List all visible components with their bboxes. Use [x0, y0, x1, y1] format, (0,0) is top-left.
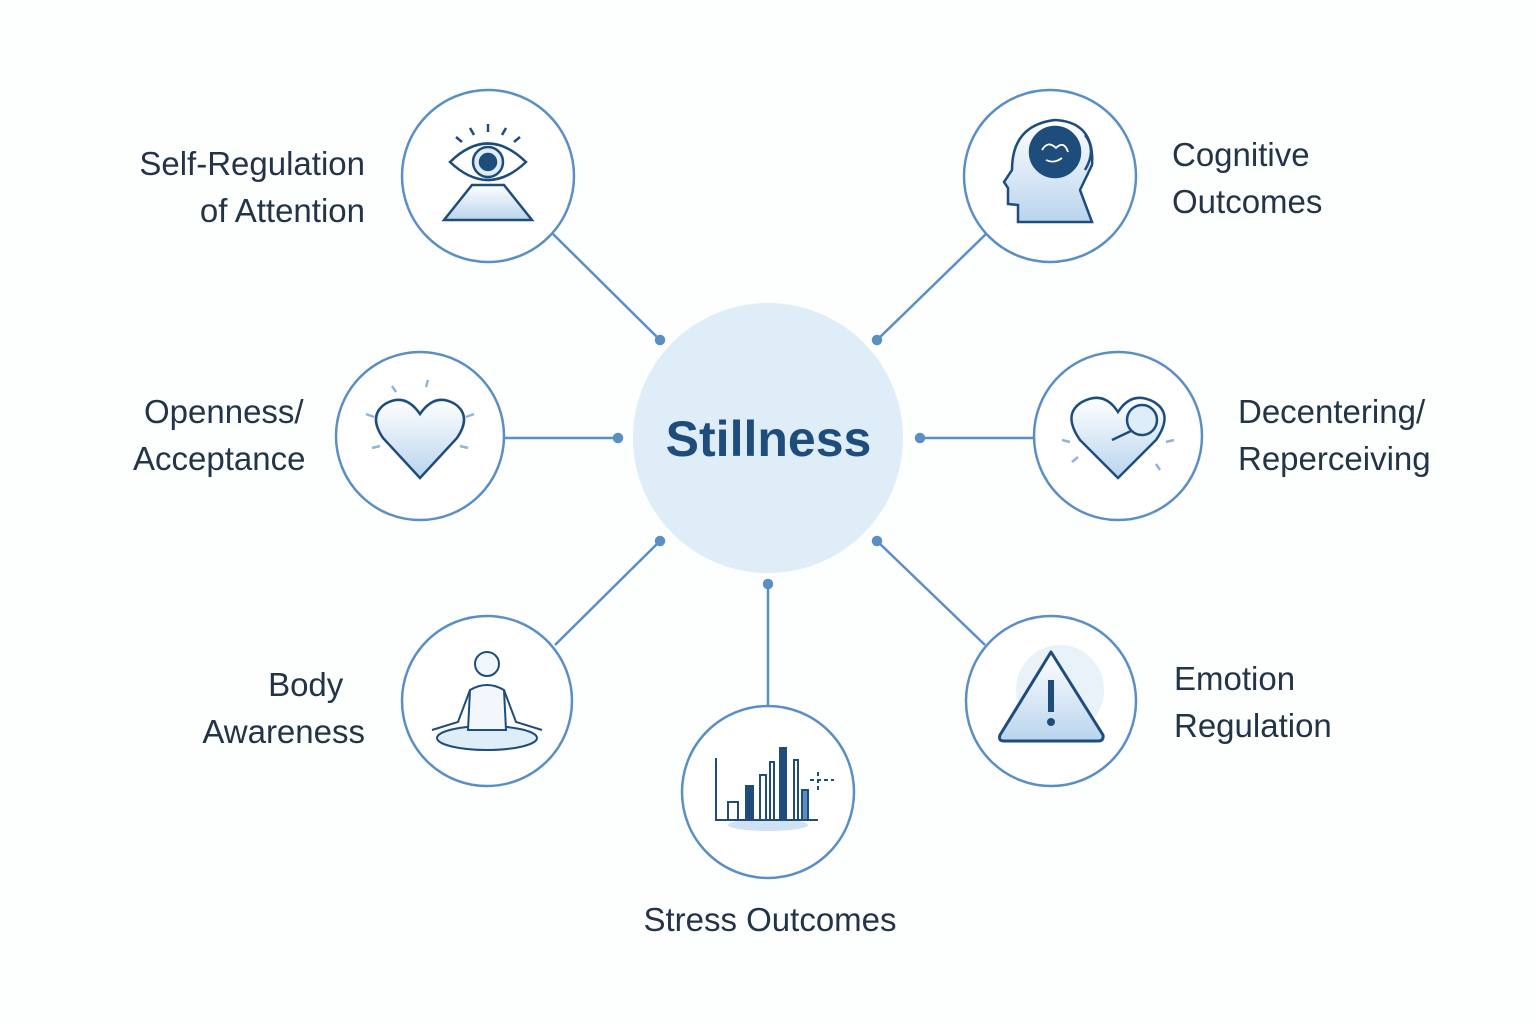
node-label-openness: Openness/ Acceptance: [133, 388, 305, 482]
label-line: Emotion: [1174, 660, 1296, 697]
node-circle-stress: [680, 704, 856, 880]
label-line: Outcomes: [1172, 183, 1323, 220]
label-line: Acceptance: [133, 440, 306, 477]
connector-dot: [871, 334, 883, 346]
node-label-decentering: Decentering/ Reperceiving: [1238, 388, 1431, 482]
meditation-icon: [431, 651, 543, 751]
connector-dot: [654, 334, 666, 346]
label-line: Stress Outcomes: [643, 901, 897, 938]
node-label-emotion: Emotion Regulation: [1174, 655, 1332, 749]
node-label-attention: Self-Regulation of Attention: [139, 140, 365, 234]
bar-chart-icon: [715, 747, 834, 831]
label-line: of Attention: [199, 192, 365, 229]
label-line: Decentering/: [1238, 393, 1426, 430]
connector-dot: [762, 578, 774, 590]
label-line: Awareness: [202, 713, 365, 750]
heart-icon: [365, 379, 475, 480]
connector-dot: [871, 535, 883, 547]
node-label-cognitive: Cognitive Outcomes: [1172, 131, 1322, 225]
connector-dot: [612, 432, 624, 444]
head-brain-icon: [1002, 118, 1094, 224]
node-label-body: Body Awareness: [202, 661, 365, 755]
connector-dot: [654, 535, 666, 547]
heart-magnifier-icon: [1061, 396, 1175, 480]
center-circle: [633, 303, 903, 573]
eye-icon: [441, 124, 535, 222]
label-line: Body: [268, 666, 344, 703]
node-label-stress: Stress Outcomes: [570, 896, 970, 943]
connector-attention: [552, 233, 661, 341]
center-title: Stillness: [665, 410, 872, 467]
label-line: Reperceiving: [1238, 440, 1431, 477]
label-line: Regulation: [1174, 707, 1332, 744]
label-line: Cognitive: [1172, 136, 1310, 173]
connector-dot: [914, 432, 926, 444]
connector-emotion: [876, 540, 986, 646]
warning-icon: [998, 645, 1105, 743]
connector-cognitive: [876, 233, 987, 341]
label-line: Self-Regulation: [139, 145, 365, 182]
connector-body: [554, 540, 661, 646]
label-line: Openness/: [144, 393, 304, 430]
